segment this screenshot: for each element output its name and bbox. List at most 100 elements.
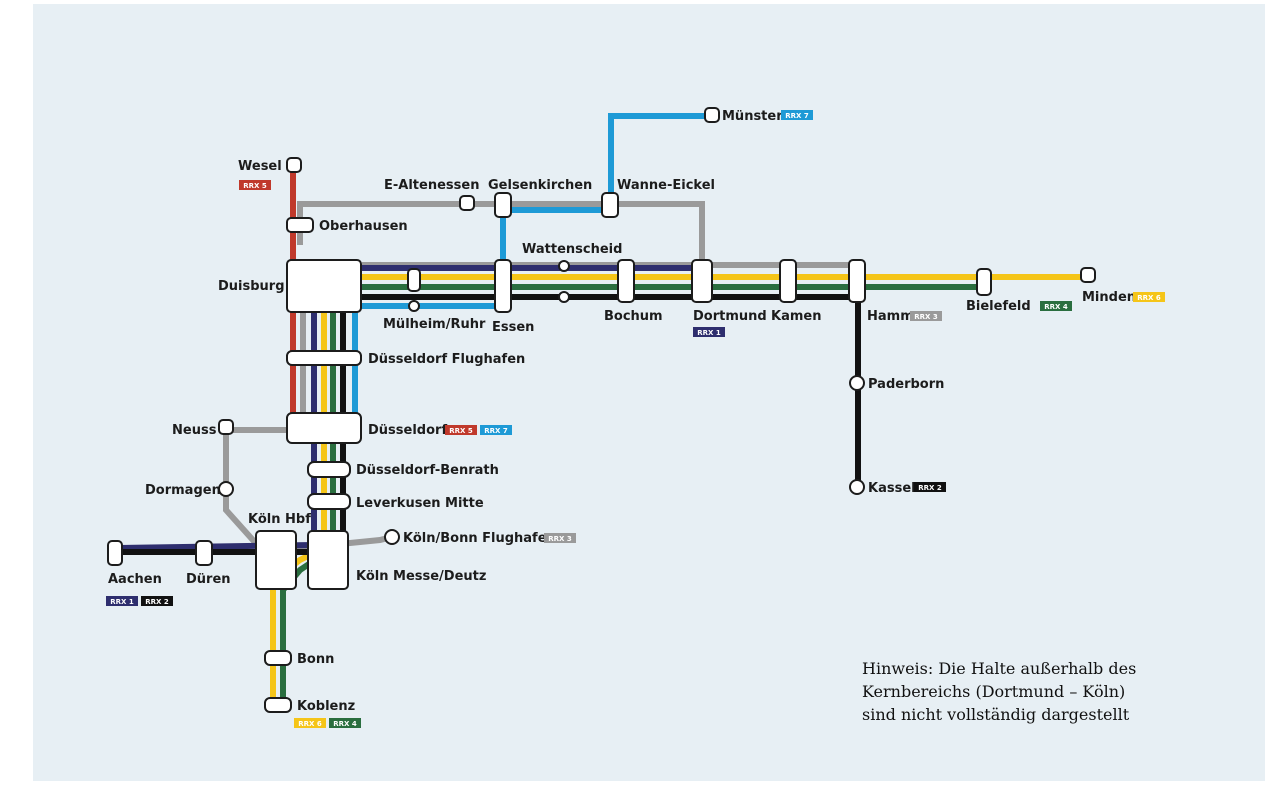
station-label-bonn: Bonn [297, 652, 334, 667]
station-marker-koeln-hbf[interactable] [255, 530, 297, 590]
station-marker-wesel[interactable] [286, 157, 302, 173]
station-label-duesseldorf-benrath: Düsseldorf-Benrath [356, 463, 499, 478]
station-label-koeln-hbf: Köln Hbf [248, 512, 311, 527]
station-marker-kamen[interactable] [779, 259, 797, 303]
badge-wesel: RRX 5 [239, 180, 271, 190]
station-marker-dormagen[interactable] [218, 481, 234, 497]
station-marker-kassel[interactable] [849, 479, 865, 495]
badge-wesel-text: RRX 5 [243, 182, 267, 190]
station-marker-koeln-bonn[interactable] [384, 529, 400, 545]
map-panel [33, 4, 1265, 781]
station-marker-paderborn[interactable] [849, 375, 865, 391]
badge-muenster-text: RRX 7 [785, 112, 809, 120]
station-label-duesseldorf: Düsseldorf [368, 423, 447, 438]
station-marker-dortmund[interactable] [691, 259, 713, 303]
badge-duesseldorf-2: RRX 7 [480, 425, 512, 435]
station-marker-leverkusen[interactable] [307, 493, 351, 510]
station-label-essen: Essen [492, 320, 534, 335]
station-marker-koeln-messe[interactable] [307, 530, 349, 590]
station-marker-duesseldorf[interactable] [286, 412, 362, 444]
station-label-duesseldorf-flughafen: Düsseldorf Flughafen [368, 352, 525, 367]
station-label-koeln-messe: Köln Messe/Deutz [356, 569, 486, 584]
badge-duesseldorf-2-text: RRX 7 [484, 427, 508, 435]
station-label-duisburg: Duisburg [218, 279, 285, 294]
station-marker-wanne-eickel[interactable] [601, 192, 619, 218]
station-label-muelheim: Mülheim/Ruhr [383, 317, 486, 332]
badge-koblenz-2-text: RRX 4 [333, 720, 357, 728]
note-line-1: Hinweis: Die Halte außerhalb des [862, 659, 1137, 678]
badge-aachen-1-text: RRX 1 [110, 598, 134, 606]
badge-koeln-bonn-text: RRX 3 [548, 535, 572, 543]
station-marker-duesseldorf-benrath[interactable] [307, 461, 351, 478]
station-label-dormagen: Dormagen [145, 483, 221, 498]
badge-bielefeld: RRX 4 [1040, 301, 1072, 311]
map-note: Hinweis: Die Halte außerhalb des Kernber… [862, 657, 1202, 726]
badge-aachen-2: RRX 2 [141, 596, 173, 606]
station-marker-minden[interactable] [1080, 267, 1096, 283]
station-marker-gelsenkirchen[interactable] [494, 192, 512, 218]
station-label-kassel: Kassel [868, 481, 916, 496]
station-label-wesel: Wesel [238, 159, 282, 174]
badge-bielefeld-text: RRX 4 [1044, 303, 1068, 311]
station-marker-oberhausen[interactable] [286, 217, 314, 233]
station-marker-duisburg[interactable] [286, 259, 362, 313]
station-marker-wattenscheid[interactable] [558, 260, 570, 272]
station-marker-aachen[interactable] [107, 540, 123, 566]
station-label-wanne-eickel: Wanne-Eickel [617, 178, 715, 193]
station-label-e-altenessen: E-Altenessen [384, 178, 479, 193]
station-labels: Wesel Oberhausen E-Altenessen Gelsenkirc… [108, 109, 1136, 714]
badge-koeln-bonn: RRX 3 [544, 533, 576, 543]
badge-aachen-1: RRX 1 [106, 596, 138, 606]
station-marker-duesseldorf-flughafen[interactable] [286, 350, 362, 366]
badge-koblenz-1-text: RRX 6 [298, 720, 322, 728]
badge-aachen-2-text: RRX 2 [145, 598, 169, 606]
line-badges: RRX 5 RRX 7 RRX 1 RRX 3 RRX 4 RRX 6 RRX … [106, 110, 1165, 728]
station-marker-koblenz[interactable] [264, 697, 292, 713]
station-marker-e-altenessen[interactable] [459, 195, 475, 211]
badge-dortmund: RRX 1 [693, 327, 725, 337]
badge-hamm: RRX 3 [910, 311, 942, 321]
note-line-2: Kernbereichs (Dortmund – Köln) [862, 682, 1126, 701]
station-label-dueren: Düren [186, 572, 231, 587]
station-label-dortmund: Dortmund [693, 309, 767, 324]
badge-koblenz-1: RRX 6 [294, 718, 326, 728]
station-label-bochum: Bochum [604, 309, 663, 324]
badge-dortmund-text: RRX 1 [697, 329, 721, 337]
badge-koblenz-2: RRX 4 [329, 718, 361, 728]
station-marker-muelheim-top[interactable] [407, 268, 421, 292]
station-label-neuss: Neuss [172, 423, 217, 438]
station-label-koblenz: Koblenz [297, 699, 355, 714]
badge-kassel: RRX 2 [914, 482, 946, 492]
station-marker-bochum[interactable] [617, 259, 635, 303]
station-marker-neuss[interactable] [218, 419, 234, 435]
station-markers [107, 107, 1096, 713]
station-marker-bielefeld[interactable] [976, 268, 992, 296]
station-marker-bonn[interactable] [264, 650, 292, 666]
station-marker-wattenscheid-b[interactable] [558, 291, 570, 303]
station-label-wattenscheid: Wattenscheid [522, 242, 622, 257]
station-label-paderborn: Paderborn [868, 377, 944, 392]
badge-kassel-text: RRX 2 [918, 484, 942, 492]
station-marker-hamm[interactable] [848, 259, 866, 303]
station-marker-muelheim[interactable] [408, 300, 420, 312]
station-marker-muenster[interactable] [704, 107, 720, 123]
station-label-gelsenkirchen: Gelsenkirchen [488, 178, 592, 193]
station-label-bielefeld: Bielefeld [966, 299, 1031, 314]
station-label-minden: Minden [1082, 290, 1136, 305]
station-label-oberhausen: Oberhausen [319, 219, 408, 234]
station-label-kamen: Kamen [771, 309, 821, 324]
badge-minden: RRX 6 [1133, 292, 1165, 302]
station-label-muenster: Münster [722, 109, 783, 124]
badge-duesseldorf-1: RRX 5 [445, 425, 477, 435]
station-marker-essen[interactable] [494, 259, 512, 313]
station-marker-dueren[interactable] [195, 540, 213, 566]
badge-minden-text: RRX 6 [1137, 294, 1161, 302]
station-label-hamm: Hamm [867, 309, 914, 324]
badge-hamm-text: RRX 3 [914, 313, 938, 321]
station-label-aachen: Aachen [108, 572, 162, 587]
station-label-leverkusen: Leverkusen Mitte [356, 496, 484, 511]
note-line-3: sind nicht vollständig dargestellt [862, 705, 1130, 724]
badge-duesseldorf-1-text: RRX 5 [449, 427, 473, 435]
station-label-koeln-bonn: Köln/Bonn Flughafen [403, 531, 556, 546]
